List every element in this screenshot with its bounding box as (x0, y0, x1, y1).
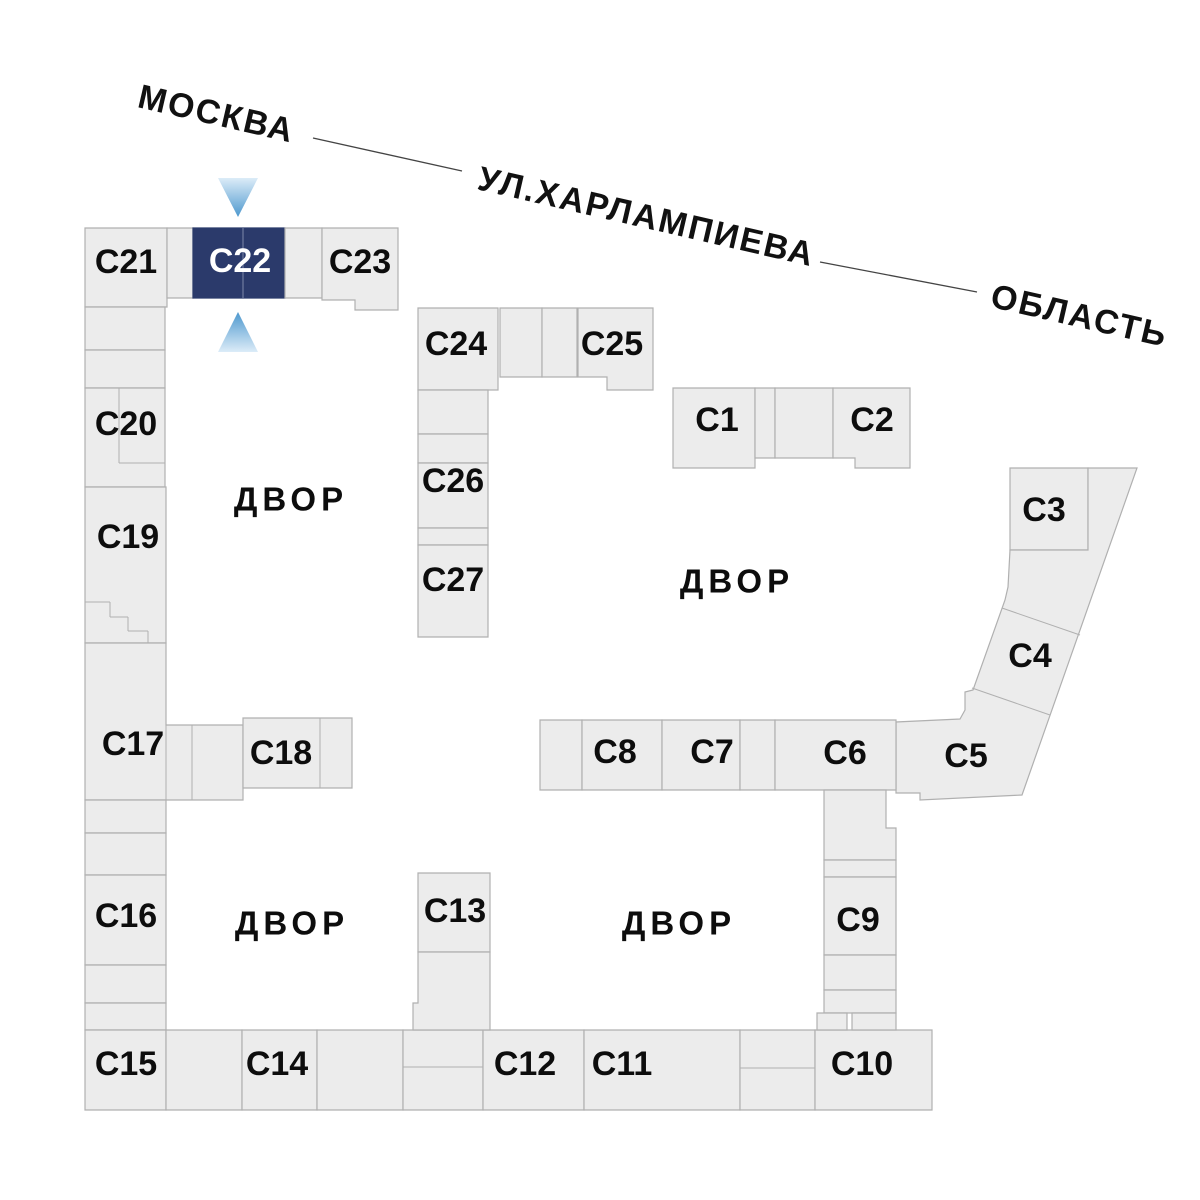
building-segment (895, 467, 1138, 801)
oblast-direction-label: ОБЛАСТЬ (987, 277, 1171, 355)
street-callout-line (819, 261, 978, 293)
building-С8[interactable] (581, 719, 663, 791)
building-segment (417, 389, 489, 435)
building-segment (316, 1029, 404, 1111)
building-С9[interactable] (823, 876, 897, 956)
street-name-label: УЛ.ХАРЛАМПИЕВА (474, 160, 818, 275)
building-segment (739, 1029, 816, 1111)
building-segment (851, 1012, 897, 1031)
building-С10[interactable] (814, 1029, 933, 1111)
building-С24[interactable] (417, 307, 499, 391)
building-segment (284, 227, 323, 299)
building-С23[interactable] (321, 227, 399, 311)
building-С2[interactable] (832, 387, 911, 469)
street-callout-line (312, 137, 463, 172)
building-С11[interactable] (583, 1029, 741, 1111)
building-segment (165, 1029, 243, 1111)
courtyard-label: ДВОР (235, 905, 349, 942)
building-С18[interactable] (242, 717, 353, 789)
courtyard-label: ДВОР (234, 481, 348, 518)
pointer-arrow-top-icon (218, 178, 258, 217)
pointer-arrow-bottom-icon (218, 312, 258, 352)
building-segment (417, 527, 489, 546)
building-С1[interactable] (672, 387, 756, 469)
building-С16[interactable] (84, 874, 167, 966)
building-С6[interactable] (774, 719, 897, 791)
building-С22[interactable] (192, 227, 286, 299)
building-segment (774, 387, 834, 459)
building-segment (816, 1012, 848, 1031)
buildings-layer (84, 227, 1138, 1111)
building-С3[interactable] (1009, 467, 1089, 551)
building-segment (84, 1002, 167, 1031)
building-С14[interactable] (241, 1029, 318, 1111)
building-segment (84, 799, 167, 834)
building-segment (84, 832, 167, 876)
building-С19[interactable] (84, 486, 167, 644)
building-segment (84, 964, 167, 1004)
building-segment (539, 719, 583, 791)
building-segment (754, 387, 776, 459)
building-segment (823, 859, 897, 878)
building-segment (541, 307, 578, 378)
building-С25[interactable] (577, 307, 654, 391)
building-С27[interactable] (417, 544, 489, 638)
building-segment (402, 1029, 484, 1111)
building-С7[interactable] (661, 719, 741, 791)
building-segment (412, 951, 491, 1031)
block-divider (1001, 607, 1081, 636)
building-segment (823, 989, 897, 1014)
building-С26[interactable] (417, 462, 489, 529)
street-annotation-lines (312, 137, 978, 293)
building-segment (823, 789, 897, 861)
building-segment (417, 433, 489, 464)
building-segment (166, 227, 194, 299)
building-С20[interactable] (84, 387, 166, 488)
building-С12[interactable] (482, 1029, 585, 1111)
moscow-direction-label: МОСКВА (134, 78, 298, 151)
building-С15[interactable] (84, 1029, 167, 1111)
courtyard-label: ДВОР (680, 563, 794, 600)
building-С21[interactable] (84, 227, 168, 308)
building-segment (499, 307, 543, 378)
building-segment (84, 306, 166, 351)
building-segment (823, 954, 897, 991)
block-divider (971, 687, 1051, 716)
building-segment (739, 719, 776, 791)
courtyard-label: ДВОР (622, 905, 736, 942)
building-С17[interactable] (84, 642, 244, 801)
building-С13[interactable] (417, 872, 491, 953)
building-segment (84, 349, 166, 389)
